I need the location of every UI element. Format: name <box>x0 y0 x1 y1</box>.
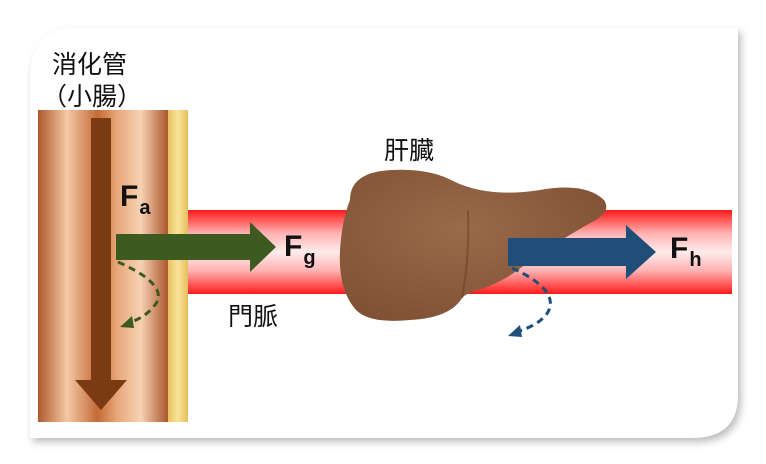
liver-metabolism-dashed-arrow <box>511 266 552 334</box>
flux-fa-sub: a <box>139 197 151 219</box>
liver-metabolism-arrowhead <box>508 325 522 337</box>
gut-metabolism-arrowhead <box>120 316 134 328</box>
flux-fa-label: Fa <box>120 180 150 219</box>
flux-fh-label: Fh <box>670 232 702 271</box>
liver-lobe-line <box>461 209 470 299</box>
flux-fa-main: F <box>120 180 139 213</box>
flux-fg-label: Fg <box>284 230 316 269</box>
gut-metabolism-dashed-arrow <box>117 260 160 325</box>
flux-fh-sub: h <box>689 249 702 271</box>
flux-fg-sub: g <box>303 247 316 269</box>
liver-shape <box>339 169 607 321</box>
flux-fh-main: F <box>670 232 689 265</box>
liver-label: 肝臓 <box>384 136 435 165</box>
gut-wall <box>168 110 188 422</box>
flux-fg-main: F <box>284 230 303 263</box>
portal-vein-label: 門脈 <box>228 302 279 331</box>
gut-flow-arrow <box>75 118 127 410</box>
gut-label-line2: （小腸） <box>42 82 143 111</box>
gut-label-line1: 消化管 <box>52 50 128 79</box>
absorption-arrow <box>116 222 276 272</box>
hepatic-output-arrow <box>508 225 656 279</box>
